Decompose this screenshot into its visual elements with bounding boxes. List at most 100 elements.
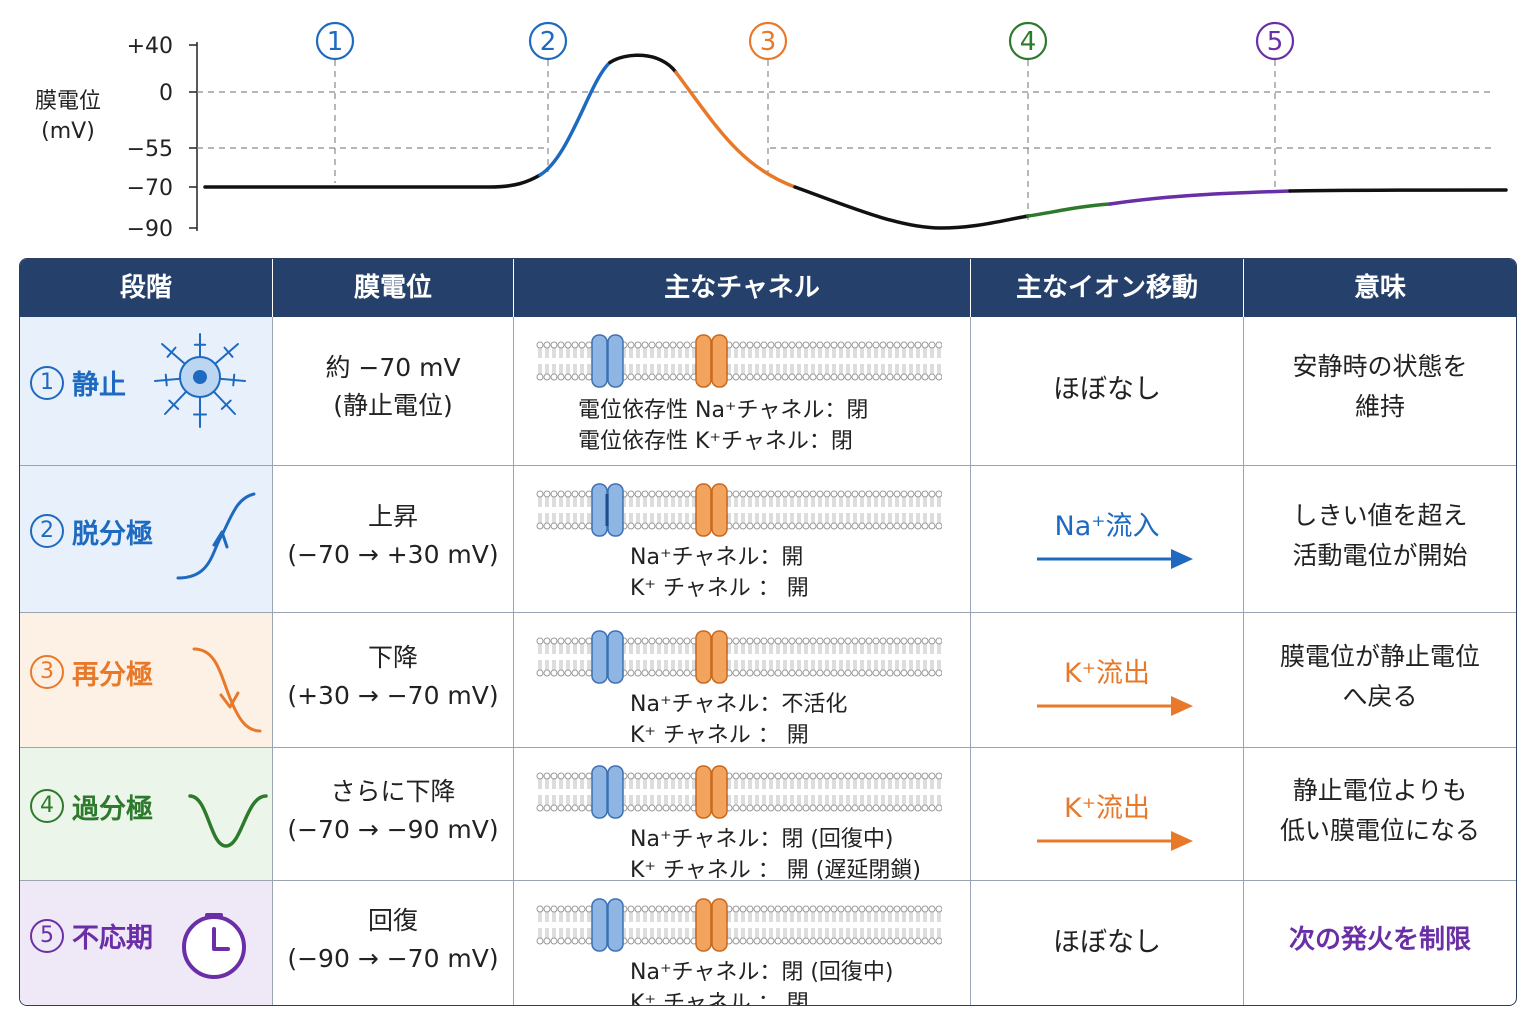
membrane-channel-diagram: [536, 630, 943, 684]
phase-marker-label: 1: [327, 27, 344, 57]
rising-curve-icon: [172, 490, 258, 586]
stage-cell: 1 静止: [20, 317, 273, 465]
potential-cell: 下降(+30 → −70 mV): [273, 613, 514, 747]
stage-name: 過分極: [72, 793, 153, 825]
meaning-text: 膜電位が静止電位: [1279, 641, 1480, 671]
channel-state-text: 電位依存性 Na⁺チャネル：閉: [578, 398, 869, 423]
y-axis-label: (mV): [41, 119, 95, 144]
meaning-cell: 膜電位が静止電位へ戻る: [1244, 613, 1516, 747]
membrane-channel-diagram: [536, 898, 943, 952]
k-channel-icon: [695, 483, 728, 537]
dip-curve-icon: [186, 784, 270, 856]
stage-name: 再分極: [72, 659, 153, 691]
ion-cell: K⁺流出: [971, 613, 1244, 747]
meaning-text: 維持: [1354, 392, 1405, 421]
stage-number: 4: [30, 789, 64, 823]
stage-number: 2: [30, 514, 64, 548]
potential-text: (−70 → +30 mV): [287, 539, 499, 569]
y-tick-label: −70: [127, 176, 173, 201]
meaning-cell: 次の発火を制限: [1244, 881, 1516, 1005]
channel-cell: Na⁺チャネル：閉 (回復中)K⁺ チャネル ： 開 (遅延閉鎖): [514, 748, 971, 883]
curve-segment-depolarization: [538, 60, 612, 177]
channel-state-text: Na⁺チャネル：開: [630, 545, 804, 570]
meaning-cell: 安静時の状態を維持: [1244, 317, 1516, 465]
header-cell: 主なチャネル: [514, 259, 971, 317]
k-channel-icon: [695, 898, 728, 952]
stage-name: 静止: [72, 370, 126, 401]
membrane-channel-diagram: [536, 765, 943, 819]
phase-marker-label: 5: [1267, 27, 1284, 57]
na-channel-icon: [591, 483, 624, 537]
potential-cell: 上昇 (−70 → +30 mV): [273, 466, 514, 612]
curve-segment-recovery: [1108, 189, 1292, 206]
potential-text: (−90 → −70 mV): [287, 944, 499, 973]
ion-cell: Na⁺流入: [971, 466, 1244, 612]
header-cell: 主なイオン移動: [971, 259, 1244, 317]
meaning-cell: しきい値を超え活動電位が開始: [1244, 466, 1516, 612]
channel-state-text: Na⁺チャネル：閉 (回復中): [630, 960, 894, 985]
membrane: [536, 764, 943, 824]
phase-marker-circle: [315, 21, 355, 61]
stage-name: 脱分極: [72, 518, 153, 550]
phase-marker-circle: [748, 21, 788, 61]
ion-movement-text: Na⁺流入: [1054, 511, 1160, 542]
channel-state-text: K⁺ チャネル ： 開: [630, 576, 809, 601]
membrane: [536, 482, 943, 542]
ion-movement-text: ほぼなし: [1053, 374, 1161, 405]
stage-number: 1: [30, 365, 64, 400]
meaning-text: 静止電位よりも: [1292, 775, 1468, 805]
neuron-icon: [150, 329, 250, 437]
y-axis-label: 膜電位: [35, 89, 101, 114]
channel-state-text: K⁺ チャネル ： 開 (遅延閉鎖): [630, 858, 921, 883]
channel-state-text: 電位依存性 K⁺チャネル：閉: [578, 429, 853, 454]
table-header: 段階膜電位主なチャネル主なイオン移動意味: [20, 259, 1516, 317]
potential-cell: 回復 (−90 → −70 mV): [273, 881, 514, 1005]
potential-text: (静止電位): [333, 391, 453, 420]
membrane-channel-diagram: [536, 334, 943, 388]
channel-cell: Na⁺チャネル：開 K⁺ チャネル ： 開: [514, 466, 971, 612]
phase-marker-label: 2: [540, 27, 557, 57]
membrane: [536, 897, 943, 957]
stage-number: 3: [30, 655, 64, 689]
meaning-text: 次の発火を制限: [1288, 925, 1471, 955]
membrane: [536, 629, 943, 689]
header-cell: 意味: [1353, 273, 1406, 303]
clock-icon: [180, 911, 250, 991]
meaning-cell: 静止電位よりも低い膜電位になる: [1244, 748, 1516, 880]
ion-cell: ほぼなし: [971, 881, 1244, 1005]
ion-arrow-icon: [1035, 546, 1195, 576]
meaning-text: 低い膜電位になる: [1279, 815, 1480, 845]
k-channel-icon: [695, 630, 728, 684]
curve-segment-fall: [793, 185, 1030, 230]
ion-movement-text: K⁺流出: [1064, 793, 1150, 824]
ion-cell: K⁺流出: [971, 748, 1244, 880]
potential-text: さらに下降: [330, 776, 456, 806]
k-channel-icon: [695, 765, 728, 819]
curve-segment-resting: [1288, 188, 1508, 193]
potential-text: 上昇: [367, 501, 418, 531]
meaning-text: 安静時の状態を: [1292, 352, 1468, 381]
membrane-channel-diagram: [536, 483, 943, 537]
phase-marker-label: 3: [760, 27, 777, 57]
curve-segment-repolarization: [674, 70, 797, 189]
channel-cell: 電位依存性 Na⁺チャネル：閉電位依存性 K⁺チャネル：閉: [514, 317, 971, 465]
header-cell: 段階: [20, 259, 273, 317]
na-channel-icon: [591, 765, 624, 819]
potential-text: 回復: [367, 906, 418, 935]
meaning-text: 活動電位が開始: [1292, 540, 1468, 570]
curve-segment-peak: [608, 53, 678, 75]
na-channel-icon: [591, 334, 624, 388]
stage-name: 不応期: [72, 923, 153, 954]
